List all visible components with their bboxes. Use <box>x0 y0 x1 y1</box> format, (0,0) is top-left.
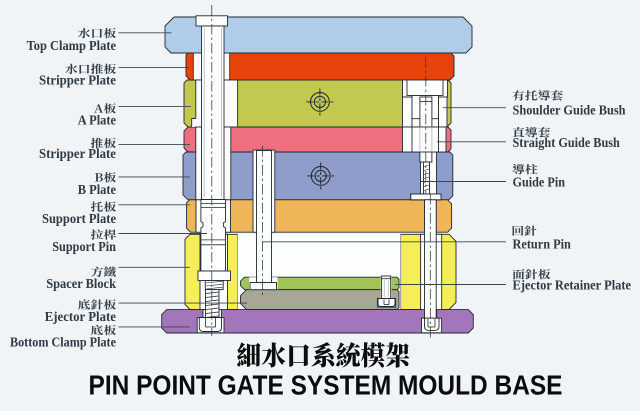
svg-text:PIN POINT GATE SYSTEM MOULD BA: PIN POINT GATE SYSTEM MOULD BASE <box>89 370 563 401</box>
svg-text:Support Plate: Support Plate <box>42 212 116 227</box>
svg-text:Top Clamp Plate: Top Clamp Plate <box>27 39 116 54</box>
svg-text:Bottom Clamp Plate: Bottom Clamp Plate <box>10 336 116 351</box>
svg-text:Stripper Plate: Stripper Plate <box>39 147 116 162</box>
svg-text:Stripper Plate: Stripper Plate <box>39 73 116 88</box>
svg-text:Spacer Block: Spacer Block <box>46 277 116 292</box>
svg-text:Ejector Retainer Plate: Ejector Retainer Plate <box>513 279 632 294</box>
svg-text:A Plate: A Plate <box>78 114 116 129</box>
svg-text:Guide Pin: Guide Pin <box>513 175 566 190</box>
svg-text:Return Pin: Return Pin <box>513 237 572 252</box>
svg-text:Support Pin: Support Pin <box>52 240 116 255</box>
svg-text:Ejector Plate: Ejector Plate <box>45 310 116 325</box>
svg-text:Straight Guide Bush: Straight Guide Bush <box>513 136 620 151</box>
svg-text:B Plate: B Plate <box>78 183 116 198</box>
svg-text:Shoulder Guide Bush: Shoulder Guide Bush <box>513 104 626 119</box>
